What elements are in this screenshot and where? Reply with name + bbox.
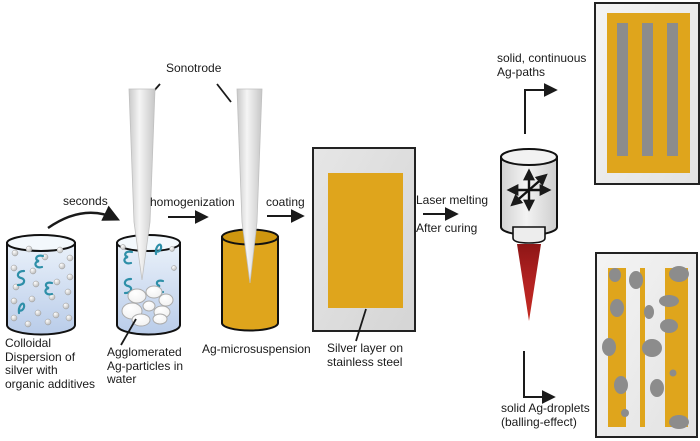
- label-solid-ag-droplets: solid Ag-droplets (balling-effect): [501, 401, 590, 429]
- label-coating: coating: [266, 195, 305, 209]
- sonotrode-pointer-lines: [143, 83, 232, 103]
- ag-droplets: [602, 266, 689, 429]
- arrow-to-ag-droplets: [523, 351, 556, 404]
- panel-ag-paths: [594, 2, 700, 185]
- agglomerated-pointer-line: [120, 318, 137, 346]
- label-seconds: seconds: [63, 194, 108, 208]
- silver-layer: [328, 173, 403, 308]
- label-ag-microsuspension: Ag-microsuspension: [202, 342, 311, 356]
- silver-nanoparticles: [10, 245, 74, 328]
- laser-beam: [517, 244, 541, 321]
- laser-device-top: [500, 148, 558, 166]
- sonotrode-1: [128, 88, 156, 281]
- beaker-rim: [6, 234, 76, 252]
- beaker-colloidal-dispersion: [6, 234, 76, 336]
- label-colloidal-dispersion: Colloidal Dispersion of silver with orga…: [5, 336, 96, 391]
- label-silver-layer: Silver layer on stainless steel: [327, 341, 404, 369]
- silver-layer-pointer-line: [355, 308, 367, 342]
- label-after-curing: After curing: [416, 221, 478, 235]
- laser-nozzle: [512, 226, 546, 244]
- label-sonotrode: Sonotrode: [166, 61, 222, 75]
- agglomerate-cluster: [121, 285, 174, 327]
- sonotrode-2: [236, 88, 263, 284]
- label-homogenization: homogenization: [150, 195, 235, 209]
- continuous-ag-paths: [617, 23, 678, 156]
- silver-nanoparticles: [120, 244, 177, 271]
- arrow-to-ag-paths: [524, 83, 558, 134]
- label-agglomerated: Agglomerated Ag-particles in water: [107, 345, 184, 387]
- label-solid-ag-paths: solid, continuous Ag-paths: [497, 51, 587, 79]
- organic-additive-squiggles: [16, 254, 54, 315]
- label-laser-melting: Laser melting: [416, 193, 489, 207]
- laser-device: [500, 148, 558, 321]
- steel-plate: [312, 147, 416, 332]
- multi-direction-arrows-icon: [506, 168, 552, 212]
- panel-ag-droplets: [595, 252, 698, 438]
- arrow-seconds: [47, 205, 121, 229]
